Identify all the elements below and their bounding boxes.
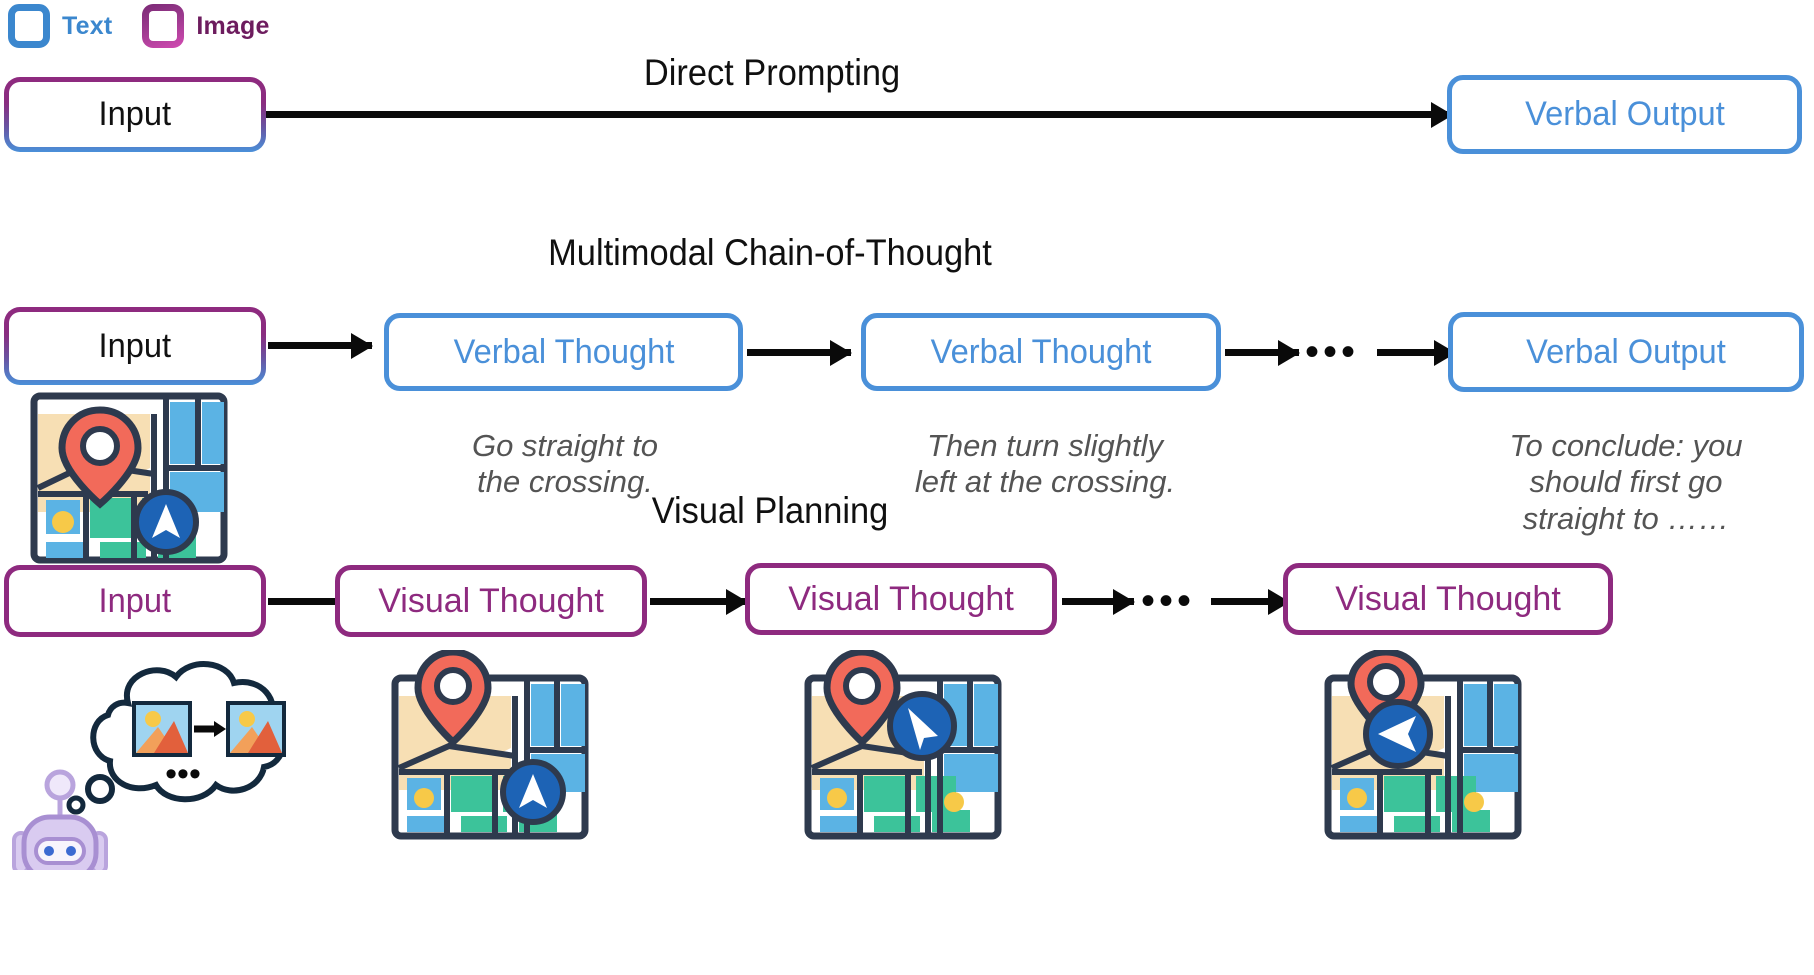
ellipsis-cot: •••: [1305, 330, 1360, 374]
arrow-visual-2: [650, 598, 747, 605]
cursor-arrow: [887, 691, 957, 761]
thought-bubble-ellipsis: •••: [165, 755, 201, 793]
node-visual-thought-2[interactable]: [745, 563, 1057, 635]
arrow-cot-3: [1225, 349, 1299, 356]
section-title-direct-prompting: Direct Prompting: [643, 52, 901, 93]
node-label: Input: [98, 581, 172, 620]
section-title-visual-planning: Visual Planning: [651, 490, 889, 531]
map-pin-top-navigation-left-icon: [1324, 648, 1524, 840]
legend-label-text: Text: [62, 11, 113, 40]
node-visual-thought-1-label: Visual Thought: [378, 582, 604, 620]
node-label: Verbal Thought: [453, 332, 674, 371]
node-visual-thought-1[interactable]: [335, 565, 647, 637]
section-title-multimodal-cot: Multimodal Chain-of-Thought: [548, 232, 992, 273]
caption-cot-3: To conclude: you should first go straigh…: [1509, 428, 1743, 536]
navigation-arrow: [133, 489, 199, 555]
node-label: Verbal Output: [1524, 95, 1725, 133]
arrow-cot-4: [1377, 349, 1455, 356]
map-pin-top-navigation-right-icon: [391, 648, 591, 840]
arrow-direct-1: [266, 111, 1452, 118]
map-with-pin-and-navigation-icon: [30, 392, 228, 564]
arrow-between-images: [194, 721, 226, 737]
node-label: Input: [98, 95, 172, 133]
navigation-arrow-left: [1363, 699, 1433, 769]
map-pin: [414, 648, 492, 747]
node-visual-thought-2-label: Visual Thought: [788, 580, 1014, 618]
navigation-arrow: [500, 759, 566, 825]
arrow-visual-4: [1211, 598, 1289, 605]
caption-cot-2: Then turn slightly left at the crossing.: [914, 428, 1176, 500]
node-verbal-thought-2[interactable]: Verbal Thought: [861, 313, 1221, 391]
arrow-cot-1: [268, 342, 372, 349]
robot-icon: [12, 769, 108, 882]
robot-thought-bubble-icon: •••: [8, 655, 298, 882]
legend-item-image: Image: [142, 4, 269, 48]
map-pin: [823, 648, 901, 747]
node-label: Verbal Output: [1526, 332, 1726, 371]
map-pin: [58, 406, 142, 509]
legend: Text Image: [8, 4, 270, 48]
bubble-dot-small: [66, 795, 86, 815]
bubble-dot-large: [85, 774, 115, 804]
node-input-direct[interactable]: Input: [4, 77, 266, 152]
node-input-visual[interactable]: Input: [4, 565, 266, 637]
image-icon-before: [132, 701, 192, 757]
rounded-square-outline-icon: [142, 4, 184, 48]
arrow-visual-1: [268, 598, 370, 605]
map-pin-left-cursor-right-icon: [804, 648, 1004, 840]
node-label: Input: [98, 326, 172, 365]
node-input-cot[interactable]: Input: [4, 307, 266, 385]
node-visual-thought-3[interactable]: [1283, 563, 1613, 635]
caption-cot-1: Go straight to the crossing.: [471, 428, 659, 500]
node-verbal-output-direct[interactable]: Verbal Output: [1447, 75, 1802, 154]
node-label: Verbal Thought: [930, 332, 1152, 371]
node-visual-thought-3-label: Visual Thought: [1335, 580, 1561, 618]
node-verbal-thought-1[interactable]: Verbal Thought: [384, 313, 743, 391]
arrow-cot-2: [747, 349, 851, 356]
ellipsis-visual: •••: [1141, 579, 1196, 623]
node-verbal-output-cot[interactable]: Verbal Output: [1448, 312, 1804, 392]
legend-item-text: Text: [8, 4, 112, 48]
rounded-square-outline-icon: [8, 4, 50, 48]
legend-label-image: Image: [196, 11, 270, 40]
arrow-visual-3: [1062, 598, 1134, 605]
image-icon-after: [226, 701, 286, 757]
